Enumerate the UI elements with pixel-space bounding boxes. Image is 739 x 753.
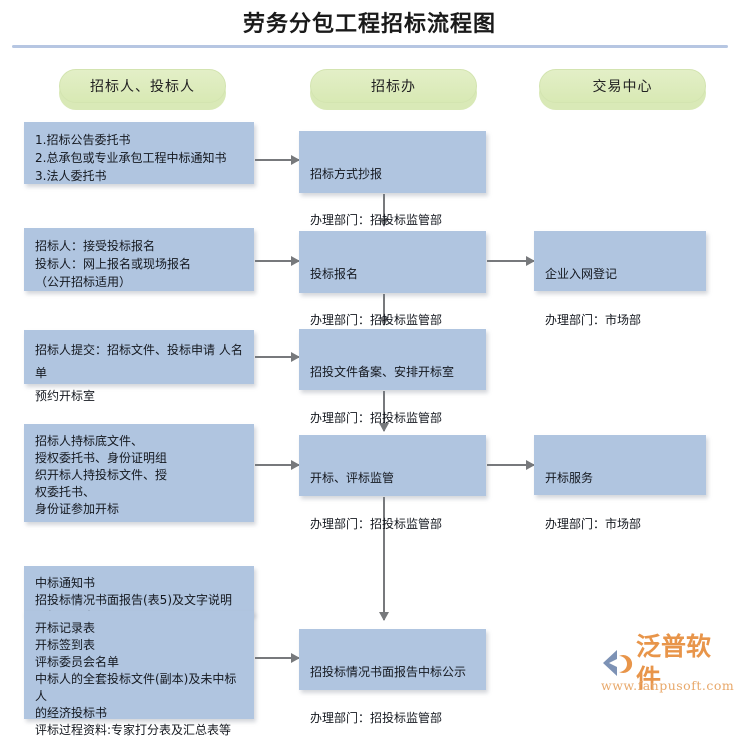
- mid-box-5-dept: 办理部门：招投标监管部: [310, 711, 443, 725]
- mid-box-5-title: 招投标情况书面报告中标公示: [310, 665, 467, 679]
- connector-mid1-to-mid2: [379, 194, 389, 227]
- mid-box-4-title: 开标、评标监管: [310, 471, 395, 485]
- left-box-2[interactable]: 招标人：接受投标报名 投标人：网上报名或现场报名 （公开招标适用）: [24, 228, 254, 291]
- mid-box-3-title: 招投文件备案、安排开标室: [310, 365, 455, 379]
- connector-left5-to-mid5: [255, 653, 300, 663]
- fanpu-logo-icon: [600, 647, 634, 679]
- mid-box-1-dept: 办理部门：招投标监管部: [310, 213, 443, 227]
- mid-box-4-dept: 办理部门：招投标监管部: [310, 517, 443, 531]
- mid-box-2-title: 投标报名: [310, 267, 359, 281]
- lane-header-center-label: 交易中心: [592, 79, 653, 95]
- left-box-3[interactable]: 招标人提交：招标文件、投标申请 人名单 预约开标室: [24, 330, 254, 403]
- connector-left2-to-mid2: [255, 256, 300, 266]
- watermark-logo: 泛普软件 www.fanpusoft.com: [600, 632, 735, 705]
- mid-box-1-title: 招标方式抄报: [310, 167, 383, 181]
- connector-left1-to-mid1: [255, 155, 300, 165]
- mid-box-2-dept: 办理部门：招投标监管部: [310, 313, 443, 327]
- left-box-5a[interactable]: 中标通知书 招投标情况书面报告(表5)及文字说明 开标记录表: [24, 566, 254, 615]
- right-box-2-title: 开标服务: [545, 471, 594, 485]
- lane-header-office: 招标办: [310, 69, 477, 103]
- connector-left4-to-mid4: [255, 460, 300, 470]
- connector-mid3-to-mid4: [379, 391, 389, 432]
- right-box-1[interactable]: 企业入网登记 办理部门：市场部: [534, 231, 706, 327]
- connector-mid2-to-mid3: [379, 294, 389, 326]
- right-box-1-title: 企业入网登记: [545, 267, 618, 281]
- connector-mid4-to-mid5: [379, 497, 389, 621]
- title-divider: [12, 45, 728, 48]
- mid-box-4[interactable]: 开标、评标监管 办理部门：招投标监管部: [299, 435, 486, 531]
- logo-wordmark: 泛普软件: [636, 632, 712, 693]
- lane-header-office-label: 招标办: [371, 79, 416, 95]
- connector-mid4-to-right2: [487, 460, 535, 470]
- mid-box-2[interactable]: 投标报名 办理部门：招投标监管部: [299, 231, 486, 327]
- mid-box-3-dept: 办理部门：招投标监管部: [310, 411, 443, 425]
- right-box-2[interactable]: 开标服务 办理部门：市场部: [534, 435, 706, 531]
- mid-box-1[interactable]: 招标方式抄报 办理部门：招投标监管部: [299, 131, 486, 227]
- lane-header-center: 交易中心: [539, 69, 706, 103]
- logo-url: www.fanpusoft.com: [601, 678, 735, 693]
- left-box-5b[interactable]: 开标记录表 开标签到表 评标委员会名单 中标人的全套投标文件(副本)及未中标人 …: [24, 611, 254, 737]
- connector-mid2-to-right1: [487, 256, 535, 266]
- mid-box-3[interactable]: 招投文件备案、安排开标室 办理部门：招投标监管部: [299, 329, 486, 425]
- connector-left3-to-mid3: [255, 352, 300, 362]
- right-box-1-dept: 办理部门：市场部: [545, 313, 642, 327]
- left-box-4[interactable]: 招标人持标底文件、 授权委托书、身份证明组 织开标人持投标文件、授 权委托书、 …: [24, 424, 254, 522]
- lane-header-bidder: 招标人、投标人: [59, 69, 226, 103]
- lane-header-bidder-label: 招标人、投标人: [90, 79, 195, 95]
- left-box-1[interactable]: 1.招标公告委托书 2.总承包或专业承包工程中标通知书 3.法人委托书: [24, 122, 254, 184]
- mid-box-5[interactable]: 招投标情况书面报告中标公示 办理部门：招投标监管部: [299, 629, 486, 725]
- right-box-2-dept: 办理部门：市场部: [545, 517, 642, 531]
- page-title: 劳务分包工程招标流程图: [242, 12, 496, 37]
